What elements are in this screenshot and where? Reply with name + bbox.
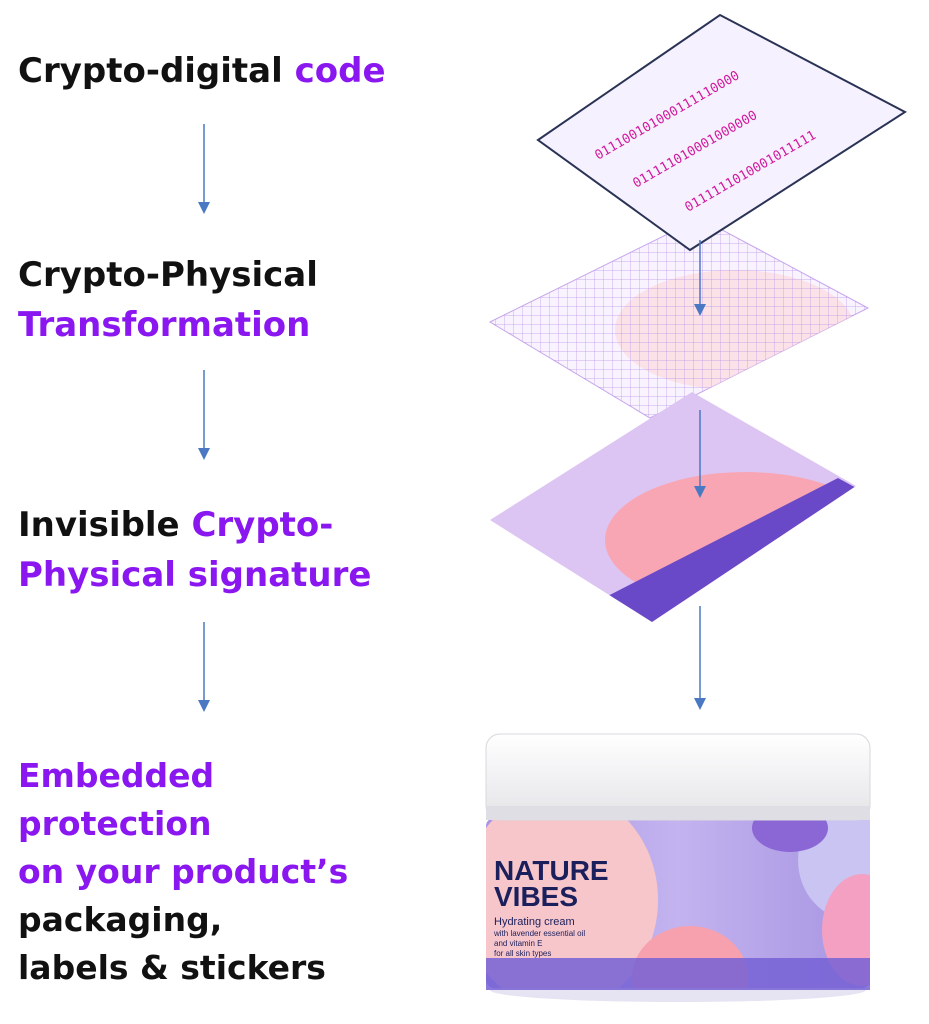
step-4-line-2: protection (18, 800, 348, 848)
step-3-line-1: Invisible Crypto- (18, 500, 371, 550)
jar-product-name: Hydrating cream (494, 916, 575, 928)
arrow-step2-to-step3 (198, 370, 210, 460)
step-4-line-1-text-1: Embedded (18, 756, 215, 795)
signature-layer (490, 392, 856, 622)
step-4-line-1: Embedded (18, 752, 348, 800)
step-4-label: Embedded protection on your product’s packa… (18, 752, 348, 992)
step-3-label: Invisible Crypto- Physical signature (18, 500, 371, 600)
step-2-line-1: Crypto-Physical (18, 250, 318, 300)
step-4-line-4-text-1: packaging, (18, 900, 223, 939)
binary-code-card: 011100101000111110000 011111010001000000… (536, 13, 907, 252)
step-3-line-2-text-1: Physical signature (18, 555, 372, 595)
arrow-signature-to-jar (694, 606, 706, 710)
step-2-line-1-text-1: Crypto-Physical (18, 255, 318, 295)
step-4-line-5-text-1: labels & stickers (18, 948, 326, 987)
arrow-grid-to-signature (694, 410, 706, 498)
arrow-step1-to-step2 (198, 124, 210, 214)
jar-brand-line-2: VIBES (494, 881, 578, 912)
step-4-line-2-text-1: protection (18, 804, 212, 843)
step-4-line-5: labels & stickers (18, 944, 348, 992)
step-1-line-1: Crypto-digital code (18, 46, 386, 96)
step-1-line-1-text-2: code (294, 51, 386, 91)
step-4-line-3-text-1: on your product’s (18, 852, 349, 891)
jar-description-1: with lavender essential oil (493, 929, 585, 938)
step-1-label: Crypto-digital code (18, 46, 386, 96)
step-2-line-2-text-1: Transformation (18, 305, 311, 345)
step-3-line-1-text-2: Crypto- (191, 505, 334, 545)
jar-brand-line-1: NATURE (494, 855, 609, 886)
step-2-line-2: Transformation (18, 300, 318, 350)
step-1-line-1-text-1: Crypto-digital (18, 51, 295, 91)
step-4-line-3: on your product’s (18, 848, 348, 896)
step-4-line-4: packaging, (18, 896, 348, 944)
jar-description-3: for all skin types (494, 949, 551, 958)
step-3-line-1-text-1: Invisible (18, 505, 192, 545)
step-3-line-2: Physical signature (18, 550, 371, 600)
arrow-step3-to-step4 (198, 622, 210, 712)
arrow-card-to-grid (694, 240, 706, 316)
jar-description-2: and vitamin E (494, 939, 542, 948)
cream-jar: NATURE VIBES Hydrating cream with lavend… (485, 733, 871, 1002)
